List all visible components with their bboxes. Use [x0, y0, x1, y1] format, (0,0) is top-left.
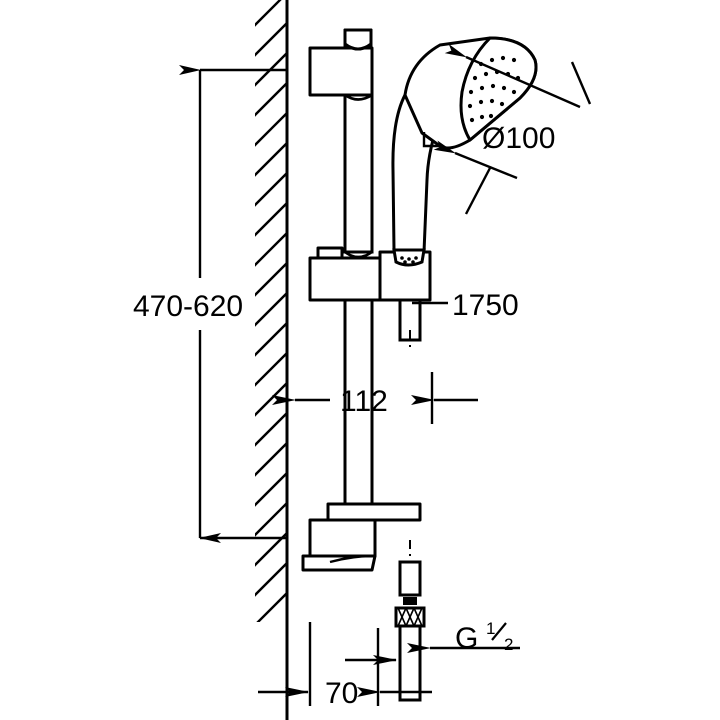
- dimension-hose-length: 1750: [412, 289, 519, 322]
- dimension-label-thread-denominator: 2: [504, 635, 513, 654]
- spray-nozzle-pattern: [467, 55, 521, 123]
- lower-rail-bracket-with-outlet: [301, 502, 422, 572]
- hand-shower-outlet: [392, 248, 426, 267]
- dimension-wall-offset: 70: [258, 622, 432, 710]
- dimension-head-diameter: Ø100: [433, 43, 592, 215]
- dimension-label-hose-length: 1750: [452, 289, 519, 322]
- dimension-label-head-diameter: Ø100: [482, 122, 555, 155]
- rail-top-round-detail: [344, 93, 373, 101]
- dim-leader-upper: [444, 43, 581, 109]
- dimension-label-wall-offset: 70: [325, 677, 358, 710]
- dimension-label-rail-height: 470-620: [133, 290, 243, 323]
- dimension-rail-height: 470-620: [133, 65, 287, 543]
- dim-leader-lower: [433, 140, 518, 180]
- shower-hose: [398, 298, 422, 342]
- fraction-slash: [491, 622, 507, 641]
- knurled-hose-connector: [394, 540, 426, 702]
- dimension-thread: G 1 2: [407, 619, 520, 655]
- dim-ext-tick-lower: [464, 167, 492, 215]
- wall-section: [255, 0, 289, 720]
- dimension-label-thread-numerator: 1: [486, 619, 495, 638]
- dimension-projection: 112: [272, 372, 478, 424]
- dimension-label-thread-main: G: [455, 622, 478, 655]
- dim-ext-tick-upper: [570, 61, 592, 105]
- wall-hatching: [255, 0, 287, 622]
- upper-rail-bracket: [308, 28, 374, 97]
- dimension-label-projection: 112: [340, 385, 388, 418]
